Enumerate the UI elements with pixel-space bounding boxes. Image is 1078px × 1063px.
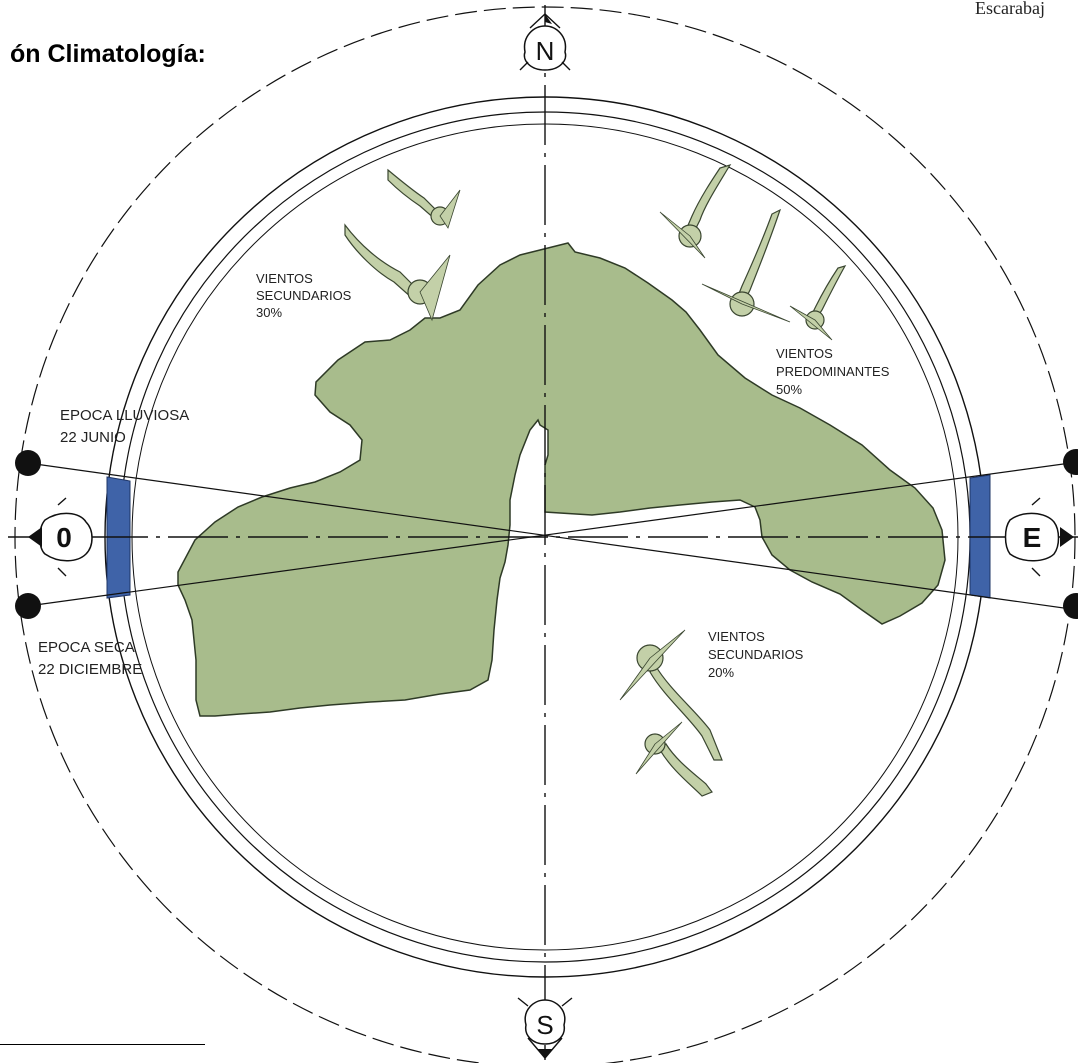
- wind-arrow-icon: [701, 208, 791, 323]
- sun-point-icon: [15, 450, 41, 476]
- west-label: 0: [56, 522, 72, 553]
- wind-secondary-se-line2: SECUNDARIOS: [708, 647, 804, 662]
- south-label: S: [536, 1010, 553, 1040]
- south-arrow-icon: [517, 997, 573, 1060]
- east-arrow-icon: [1004, 497, 1074, 577]
- west-arrow-icon: [28, 497, 93, 577]
- sun-point-icon: [1063, 449, 1078, 475]
- north-label: N: [536, 36, 555, 66]
- footnote-separator: [0, 1044, 205, 1045]
- wind-predominant-ne-line2: PREDOMINANTES: [776, 364, 890, 379]
- wind-arrow-icon: [659, 163, 732, 259]
- wind-secondary-nw-line2: SECUNDARIOS: [256, 288, 352, 303]
- north-arrow-icon: [519, 13, 571, 71]
- wind-predominant-ne-line1: VIENTOS: [776, 346, 833, 361]
- wind-arrow-icon: [635, 721, 713, 797]
- east-label: E: [1023, 522, 1042, 553]
- rainy-season-sun-line: [27, 462, 1078, 611]
- dry-season-label-line2: 22 DICIEMBRE: [38, 661, 142, 678]
- wind-arrow-icon: [344, 223, 451, 322]
- wind-secondary-se-line1: VIENTOS: [708, 629, 765, 644]
- wind-arrow-icon: [789, 265, 847, 341]
- wind-secondary-nw-line3: 30%: [256, 305, 282, 320]
- running-header: Escarabaj: [975, 0, 1045, 18]
- site-terrain-shape: [177, 242, 946, 717]
- wind-arrow-icon: [619, 629, 723, 761]
- sun-point-icon: [1063, 593, 1078, 619]
- wind-predominant-ne-line3: 50%: [776, 382, 802, 397]
- wind-secondary-se-line3: 20%: [708, 665, 734, 680]
- dry-season-label-line1: EPOCA SECA: [38, 639, 135, 656]
- section-title: ón Climatología:: [10, 40, 206, 68]
- wind-arrow-icon: [387, 168, 461, 229]
- dry-season-sun-line: [27, 461, 1078, 607]
- wind-secondary-nw-line1: VIENTOS: [256, 271, 313, 286]
- rainy-season-label-line2: 22 JUNIO: [60, 429, 126, 446]
- sun-point-icon: [15, 593, 41, 619]
- rainy-season-label-line1: EPOCA LLUVIOSA: [60, 407, 189, 424]
